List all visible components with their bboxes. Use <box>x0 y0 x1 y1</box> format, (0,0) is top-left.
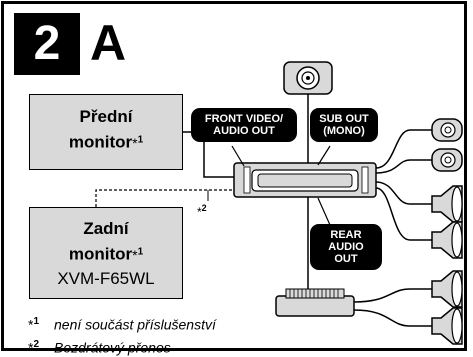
amplifier-icon <box>275 288 355 317</box>
wireless-link <box>95 189 234 207</box>
step-number: 2 <box>14 13 80 75</box>
sub-out-pointer <box>317 145 331 166</box>
speaker-icon <box>431 221 463 259</box>
head-unit-icon <box>233 162 377 198</box>
rear-monitor-model: XVM-F65WL <box>57 268 155 288</box>
cable-speaker-2 <box>375 187 432 241</box>
rear-out-pointer <box>317 197 331 226</box>
subwoofer-icon <box>283 61 333 95</box>
speaker-icon <box>431 185 463 223</box>
tweeter-icon <box>431 148 463 172</box>
rear-audio-out-label: REAR AUDIO OUT <box>310 224 382 270</box>
speaker-icon <box>431 270 463 308</box>
front-monitor-line1: Přední <box>79 107 133 126</box>
tweeter-icon <box>431 118 463 142</box>
speaker-icon <box>431 307 463 345</box>
cable-tweeter-1 <box>375 129 432 169</box>
cable-amp-speaker-1 <box>353 288 432 303</box>
cable-amp-speaker-2 <box>353 309 432 327</box>
front-monitor-box: Přední monitor*1 <box>29 94 183 170</box>
cable-tweeter-2 <box>375 159 432 174</box>
rear-monitor-line1: Zadní <box>83 219 129 238</box>
wireless-footnote-marker: *2 <box>197 203 207 219</box>
front-video-audio-out-label: FRONT VIDEO/ AUDIO OUT <box>191 108 297 142</box>
rear-monitor-box: Zadní monitor*1 XVM-F65WL <box>29 207 183 299</box>
rear-monitor-line2: monitor*1 <box>68 244 144 264</box>
cable-speaker-1 <box>375 181 432 205</box>
step-letter: A <box>90 15 127 71</box>
front-out-pointer <box>231 145 245 167</box>
sub-out-label: SUB OUT (MONO) <box>310 108 378 142</box>
front-monitor-line2: monitor*1 <box>68 132 144 152</box>
